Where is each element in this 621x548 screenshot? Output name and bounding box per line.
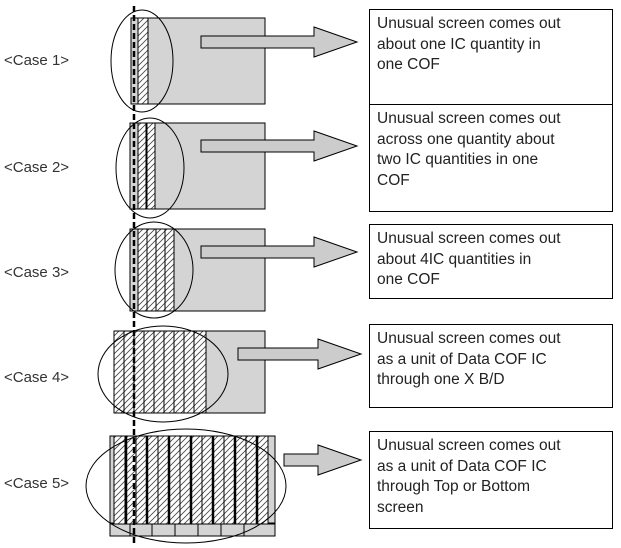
description-line: two IC quantities in one (377, 151, 539, 168)
case-2-arrow (200, 130, 359, 162)
case-2-label: <Case 2> (4, 159, 70, 176)
description-line: about one IC quantity in (377, 35, 541, 53)
description-line: Unusual screen comes out (377, 330, 561, 347)
description-line: Unusual screen comes out (377, 15, 561, 32)
description-line: screen (377, 498, 424, 516)
case-4-highlight-ellipse (97, 325, 229, 423)
description-line: Unusual screen comes out (377, 437, 561, 454)
description-line: about 4IC quantities in (377, 250, 532, 268)
case-2-highlight-ellipse (115, 117, 185, 219)
description-line: as a unit of Data COF IC (377, 457, 547, 475)
case-2-defect-strip-a (137, 122, 147, 210)
case-5-description-box: Unusual screen comes out as a unit of Da… (369, 431, 613, 529)
case-1-defect-strip (137, 17, 149, 105)
description-line: one COF (377, 56, 440, 73)
case-1-panel (110, 9, 266, 113)
case-5-highlight-ellipse (85, 428, 287, 544)
case-2-defect-strip-b (146, 122, 156, 210)
case-5-arrow (283, 444, 363, 476)
description-line: one COF (377, 271, 440, 288)
description-line: Unusual screen comes out (377, 110, 561, 127)
description-line: Unusual screen comes out (377, 230, 561, 247)
case-5-label: <Case 5> (4, 475, 70, 492)
case-1-label: <Case 1> (4, 52, 70, 69)
case-4-panel (97, 325, 266, 423)
case-3-panel (114, 221, 266, 319)
case-3-highlight-ellipse (114, 221, 194, 319)
case-5-panel (85, 428, 287, 544)
case-4-label: <Case 4> (4, 369, 70, 386)
case-4-description-box: Unusual screen comes out as a unit of Da… (369, 324, 613, 408)
case-2-panel (115, 117, 266, 219)
case-3-arrow (200, 236, 359, 268)
case-1-arrow (200, 26, 359, 58)
case-4-arrow (237, 338, 363, 370)
description-line: as a unit of Data COF IC (377, 350, 547, 368)
case-1-highlight-ellipse (110, 9, 174, 113)
description-line: through one X B/D (377, 371, 505, 388)
case-2-description-box: Unusual screen comes out across one quan… (369, 104, 613, 212)
description-line: COF (377, 171, 410, 189)
case-3-description-box: Unusual screen comes out about 4IC quant… (369, 224, 613, 299)
description-line: through Top or Bottom (377, 478, 531, 495)
description-line: across one quantity about (377, 130, 555, 148)
case-3-label: <Case 3> (4, 264, 70, 281)
case-1-description-box: Unusual screen comes out about one IC qu… (369, 9, 613, 106)
